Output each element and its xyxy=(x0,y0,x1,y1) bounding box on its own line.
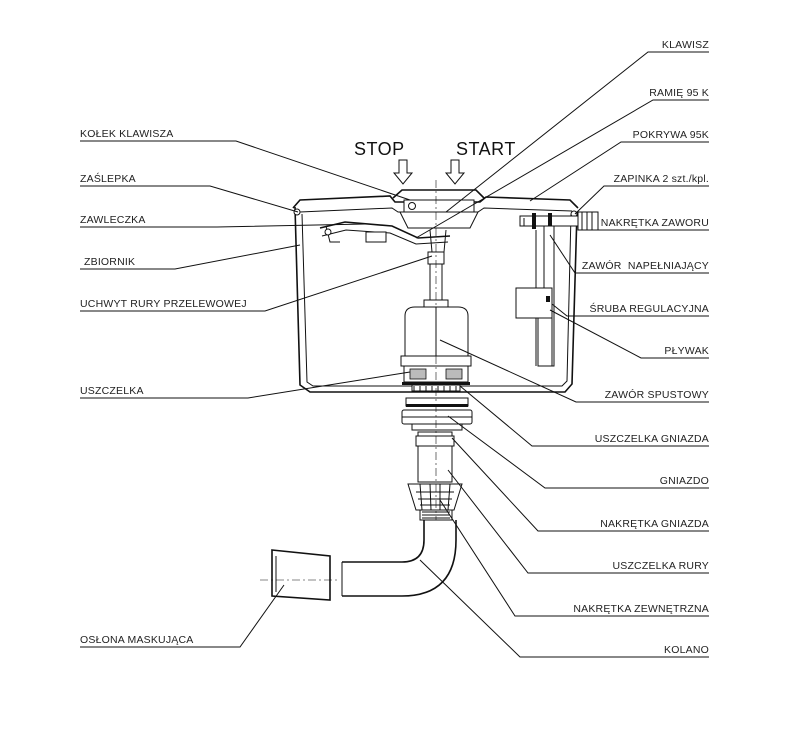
flush-button xyxy=(392,189,485,229)
cover-sleeve xyxy=(271,549,331,601)
start-label: START xyxy=(456,139,516,159)
right-labels: KLAWISZ RAMIĘ 95 K POKRYWA 95K ZAPINKA 2… xyxy=(573,39,709,656)
seat-assembly xyxy=(401,397,473,521)
label-zawleczka: ZAWLECZKA xyxy=(80,214,146,226)
label-zapinka: ZAPINKA 2 szt./kpl. xyxy=(614,173,709,185)
label-nakretka-zaworu: NAKRĘTKA ZAWORU xyxy=(601,217,709,229)
stop-label: STOP xyxy=(354,139,405,159)
center-lines xyxy=(260,180,437,581)
label-zbiornik: ZBIORNIK xyxy=(84,256,135,268)
label-plywak: PŁYWAK xyxy=(664,345,709,357)
label-zawor-spustowy: ZAWÓR SPUSTOWY xyxy=(605,388,709,401)
elbow-pipe xyxy=(341,520,457,597)
label-oslona-maskujaca: OSŁONA MASKUJĄCA xyxy=(80,634,193,646)
label-nakretka-zewnetrzna: NAKRĘTKA ZEWNĘTRZNA xyxy=(573,603,709,615)
label-sruba-regulacyjna: ŚRUBA REGULACYJNA xyxy=(589,302,709,315)
label-uszczelka: USZCZELKA xyxy=(80,385,144,397)
label-kolek-klawisza: KOŁEK KLAWISZA xyxy=(80,128,173,140)
label-uchwyt-rury: UCHWYT RURY PRZELEWOWEJ xyxy=(80,298,247,310)
lever-arm xyxy=(319,221,451,253)
label-kolano: KOLANO xyxy=(664,644,709,656)
left-labels: KOŁEK KLAWISZA ZAŚLEPKA ZAWLECZKA ZBIORN… xyxy=(80,128,247,646)
label-uszczelka-gniazda: USZCZELKA GNIAZDA xyxy=(595,433,709,445)
label-ramie: RAMIĘ 95 K xyxy=(649,87,709,99)
label-uszczelka-rury: USZCZELKA RURY xyxy=(612,560,709,572)
leader-lines xyxy=(80,51,709,658)
fill-valve xyxy=(515,211,599,367)
label-nakretka-gniazda: NAKRĘTKA GNIAZDA xyxy=(600,518,709,530)
stop-start-indicator: STOP START xyxy=(354,139,516,185)
label-pokrywa: POKRYWA 95K xyxy=(633,129,709,141)
label-gniazdo: GNIAZDO xyxy=(660,475,709,487)
label-zaslepka: ZAŚLEPKA xyxy=(80,172,136,185)
stop-arrow-icon xyxy=(392,159,414,185)
label-klawisz: KLAWISZ xyxy=(662,39,709,51)
start-arrow-icon xyxy=(444,159,466,185)
label-zawor-napelniajacy: ZAWÓR NAPEŁNIAJĄCY xyxy=(582,259,709,272)
